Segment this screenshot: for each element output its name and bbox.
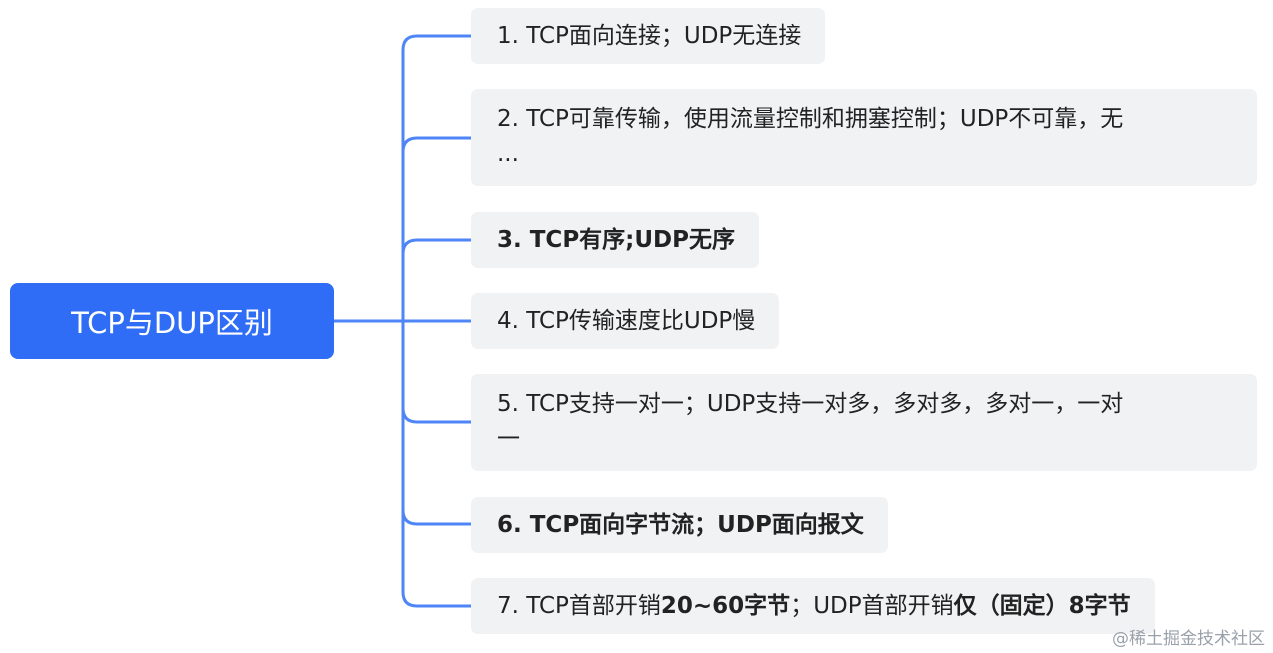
branch-node-7[interactable]: 7. TCP首部开销20~60字节；UDP首部开销仅（固定）8字节 bbox=[471, 578, 1155, 634]
branch-1-text: 1. TCP面向连接；UDP无连接 bbox=[497, 23, 802, 49]
branch-7-text-bold-2: 仅（固定）8字节 bbox=[953, 593, 1131, 619]
branch-5-text: 5. TCP支持一对一；UDP支持一对多，多对多，多对一，一对 bbox=[497, 391, 1124, 417]
connector-to-branch-3 bbox=[401, 238, 471, 321]
branch-4-text: 4. TCP传输速度比UDP慢 bbox=[497, 308, 756, 334]
branch-node-3[interactable]: 3. TCP有序;UDP无序 bbox=[471, 212, 759, 268]
branch-7-text-middle: ；UDP首部开销 bbox=[790, 593, 954, 619]
connector-to-branch-5 bbox=[401, 321, 471, 424]
branch-3-text: 3. TCP有序;UDP无序 bbox=[497, 227, 735, 253]
connector-to-branch-2 bbox=[401, 136, 471, 321]
branch-node-2[interactable]: 2. TCP可靠传输，使用流量控制和拥塞控制；UDP不可靠，无 ... bbox=[471, 89, 1257, 186]
branch-node-4[interactable]: 4. TCP传输速度比UDP慢 bbox=[471, 293, 780, 349]
branch-node-5[interactable]: 5. TCP支持一对一；UDP支持一对多，多对多，多对一，一对 一 bbox=[471, 374, 1257, 471]
branch-5-text-continued: 一 bbox=[497, 426, 520, 452]
root-node[interactable]: TCP与DUP区别 bbox=[10, 283, 334, 359]
branch-2-text: 2. TCP可靠传输，使用流量控制和拥塞控制；UDP不可靠，无 bbox=[497, 106, 1124, 132]
root-node-label: TCP与DUP区别 bbox=[71, 306, 273, 340]
branch-2-text-continued: ... bbox=[497, 141, 519, 167]
branch-6-text: 6. TCP面向字节流；UDP面向报文 bbox=[497, 512, 864, 538]
branch-7-text-bold-1: 20~60字节 bbox=[660, 593, 791, 619]
branch-7-text-prefix: 7. TCP首部开销 bbox=[497, 593, 661, 619]
connector-to-branch-7 bbox=[401, 321, 471, 608]
branch-node-1[interactable]: 1. TCP面向连接；UDP无连接 bbox=[471, 8, 826, 64]
branch-node-6[interactable]: 6. TCP面向字节流；UDP面向报文 bbox=[471, 497, 888, 553]
connector-to-branch-1 bbox=[401, 34, 471, 321]
watermark: @稀土掘金技术社区 bbox=[1112, 629, 1265, 649]
